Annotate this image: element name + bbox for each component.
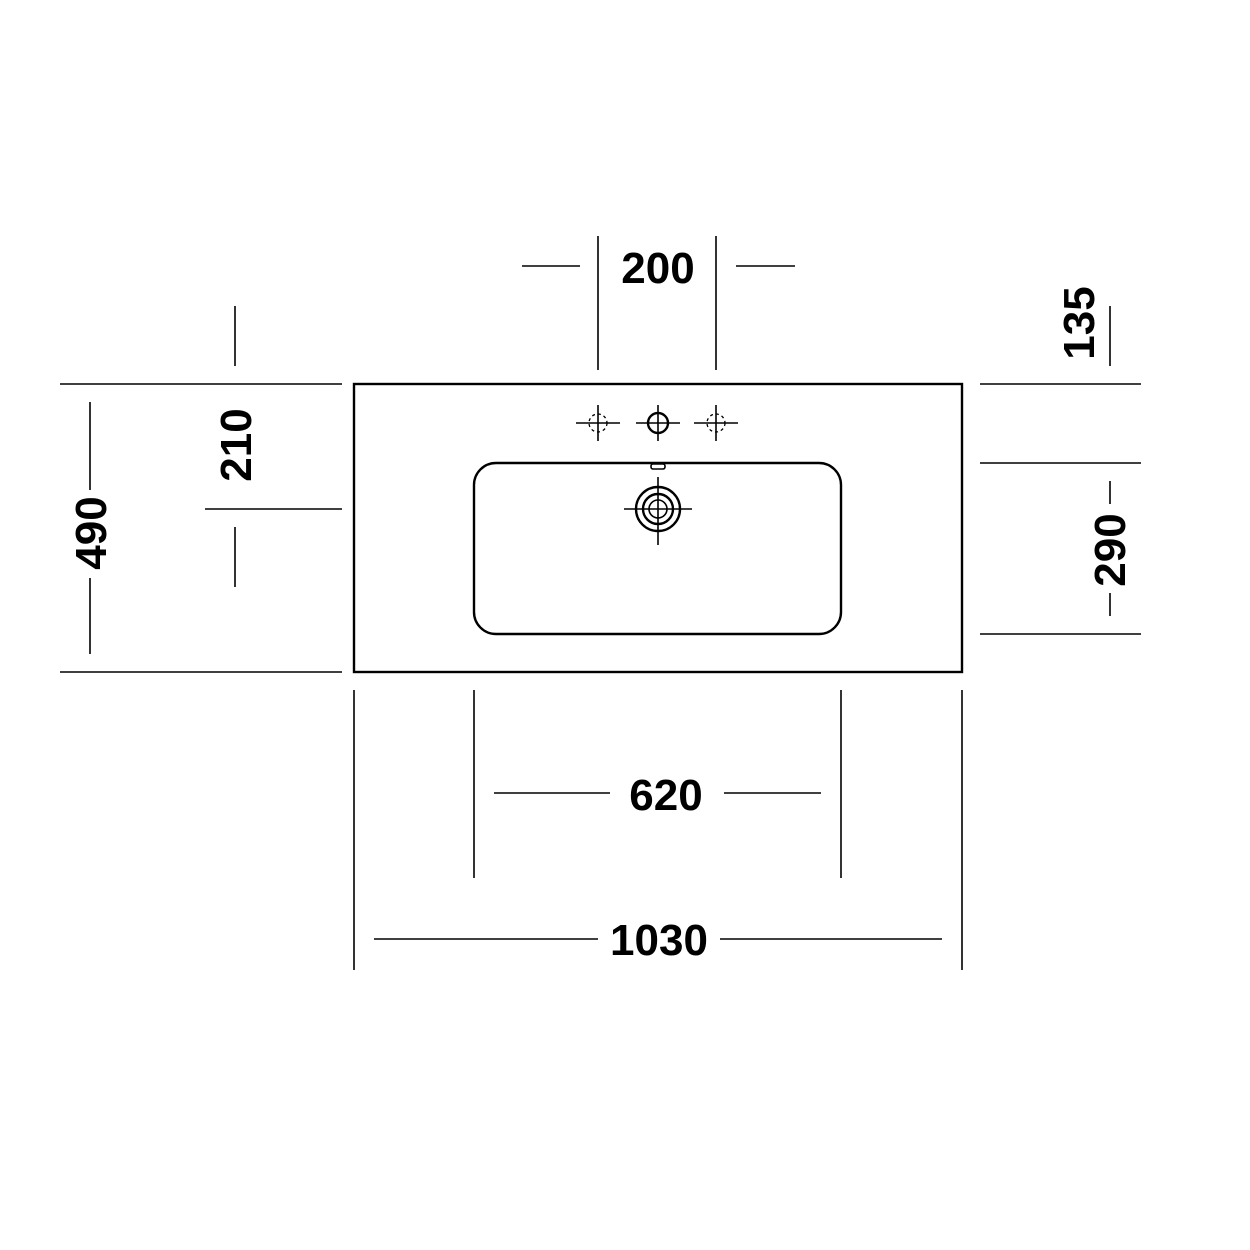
dimension-label-200: 200 — [621, 244, 694, 293]
dimension-label-290: 290 — [1086, 513, 1135, 586]
dimension-total-width: 1030 — [353, 690, 963, 970]
tap-hole-right — [694, 405, 738, 441]
dimension-rear-to-basin: 135 — [980, 286, 1141, 385]
tap-hole-center — [636, 405, 680, 441]
overflow-slot — [650, 463, 666, 470]
dimension-basin-depth: 290 — [980, 462, 1141, 635]
dimension-label-135: 135 — [1055, 286, 1104, 359]
dimension-label-490: 490 — [67, 496, 116, 569]
dimension-label-620: 620 — [629, 771, 702, 820]
dimension-label-1030: 1030 — [610, 916, 708, 965]
dimension-label-210: 210 — [212, 408, 261, 481]
dimension-basin-width: 620 — [473, 690, 842, 878]
dimension-rear-to-drain: 210 — [205, 306, 342, 587]
dimension-total-depth: 490 — [60, 383, 342, 673]
basin-bowl-outline — [472, 461, 843, 636]
dimension-faucet-spacing: 200 — [522, 236, 795, 370]
washbasin-outline — [352, 382, 964, 674]
tap-hole-left — [576, 405, 620, 441]
drain — [624, 477, 692, 545]
